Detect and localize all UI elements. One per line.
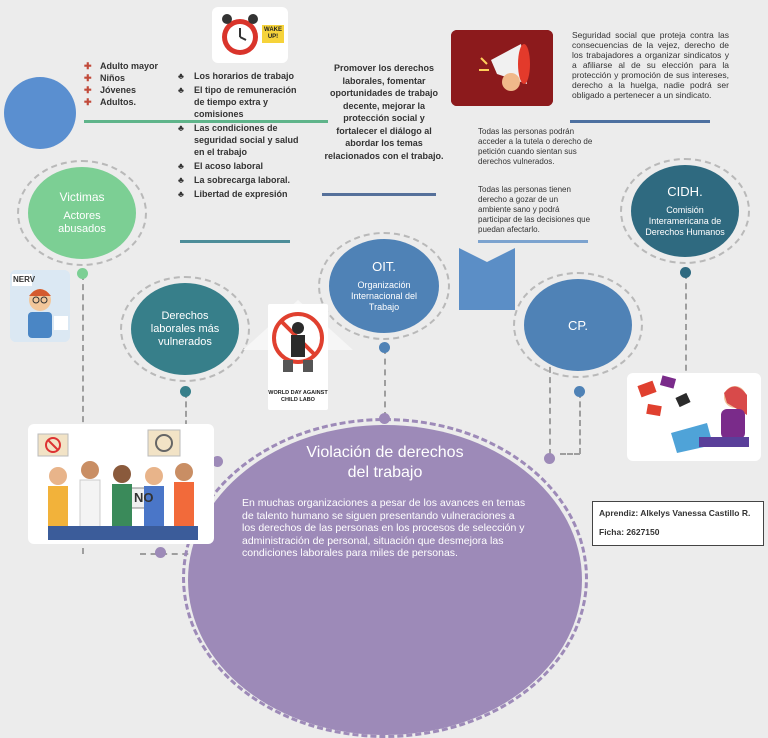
oit-ring bbox=[318, 232, 450, 340]
laptop-woman-illustration bbox=[627, 373, 761, 461]
main-body: En muchas organizaciones a pesar de los … bbox=[242, 497, 526, 559]
cp-text-1: Todas las personas podrán acceder a la t… bbox=[478, 127, 593, 166]
main-node: Violación de derechos del trabajo En muc… bbox=[188, 425, 582, 735]
divider bbox=[322, 193, 436, 196]
arrow-shape bbox=[459, 248, 515, 310]
sticker-text: NERV bbox=[13, 275, 36, 284]
oit-title: OIT. bbox=[372, 259, 396, 274]
derechos-title: Derechos laborales más vulnerados bbox=[150, 309, 220, 348]
connector bbox=[560, 453, 580, 455]
connector bbox=[685, 273, 687, 381]
info-box: Aprendiz: Alkelys Vanessa Castillo R. Fi… bbox=[592, 501, 764, 546]
list-item: ♣Las condiciones de seguridad social y s… bbox=[178, 123, 299, 157]
node-dot bbox=[379, 342, 390, 353]
divider bbox=[478, 240, 588, 243]
node-dot bbox=[180, 386, 191, 397]
list-item: ✚Adulto mayor bbox=[84, 61, 159, 71]
list-item: ♣Los horarios de trabajo bbox=[178, 71, 295, 81]
list-item: ♣El tipo de remuneración de tiempo extra… bbox=[178, 85, 297, 119]
victimas-ring bbox=[17, 160, 147, 266]
derechos-ring bbox=[120, 276, 250, 382]
child-labor-caption: WORLD DAY AGAINST CHILD LABO bbox=[268, 390, 328, 403]
cidh-ring bbox=[620, 158, 750, 264]
protest-illustration: NO bbox=[28, 424, 214, 544]
node-dot bbox=[155, 547, 166, 558]
aprendiz-label: Aprendiz: Alkelys Vanessa Castillo R. bbox=[599, 508, 751, 518]
list-item: ✚Adultos. bbox=[84, 97, 136, 107]
list-item: ♣El acoso laboral bbox=[178, 161, 264, 171]
cp-node[interactable]: CP. bbox=[524, 279, 632, 371]
divider bbox=[84, 120, 328, 123]
cidh-title: CIDH. bbox=[667, 184, 703, 199]
victims-list: ✚Adulto mayor ✚Niños ✚Jóvenes ✚Adultos. bbox=[84, 60, 194, 108]
megaphone-illustration bbox=[451, 30, 553, 106]
node-dot bbox=[212, 456, 223, 467]
ficha-label: Ficha: 2627150 bbox=[599, 527, 660, 537]
connector bbox=[549, 295, 551, 455]
cidh-node[interactable]: CIDH. Comisión Interamericana de Derecho… bbox=[631, 165, 739, 257]
node-dot bbox=[574, 386, 585, 397]
list-item: ✚Jóvenes bbox=[84, 85, 137, 95]
decorative-circle bbox=[4, 77, 76, 149]
connector bbox=[579, 392, 581, 454]
list-item: ♣La sobrecarga laboral. bbox=[178, 175, 291, 185]
cp-title: CP. bbox=[568, 317, 588, 333]
connector bbox=[82, 274, 84, 554]
victimas-subtitle: Actores abusados bbox=[58, 210, 106, 235]
oit-subtitle: Organización Internacional del Trabajo bbox=[350, 280, 418, 312]
list-item: ✚Niños bbox=[84, 73, 126, 83]
connector bbox=[140, 553, 220, 555]
social-security-text: Seguridad social que proteja contra las … bbox=[572, 30, 729, 100]
child-illustration: NERV bbox=[10, 270, 70, 342]
victimas-title: Victimas bbox=[59, 190, 105, 204]
cp-text-2: Todas las personas tienen derecho a goza… bbox=[478, 185, 591, 234]
divider bbox=[570, 120, 710, 123]
protest-sign-text: NO bbox=[134, 490, 154, 505]
child-labor-illustration: WORLD DAY AGAINST CHILD LABO bbox=[268, 304, 328, 410]
oit-description: Promover los derechos laborales, fomenta… bbox=[324, 63, 444, 161]
divider bbox=[180, 240, 290, 243]
issues-list: ♣Los horarios de trabajo ♣El tipo de rem… bbox=[178, 70, 306, 200]
node-dot bbox=[77, 268, 88, 279]
list-item: ♣Libertad de expresión bbox=[178, 189, 288, 199]
oit-node[interactable]: OIT. Organización Internacional del Trab… bbox=[329, 239, 439, 333]
node-dot bbox=[680, 267, 691, 278]
cp-ring bbox=[513, 272, 643, 378]
main-title: Violación de derechos del trabajo bbox=[306, 444, 464, 481]
wake-up-label: WAKE UP! bbox=[264, 27, 282, 40]
connector bbox=[384, 348, 386, 418]
cidh-subtitle: Comisión Interamericana de Derechos Huma… bbox=[645, 205, 725, 237]
victimas-node[interactable]: Victimas Actores abusados bbox=[28, 167, 136, 259]
alarm-clock-illustration: WAKE UP! bbox=[212, 7, 288, 63]
derechos-node[interactable]: Derechos laborales más vulnerados bbox=[131, 283, 239, 375]
node-dot bbox=[544, 453, 555, 464]
